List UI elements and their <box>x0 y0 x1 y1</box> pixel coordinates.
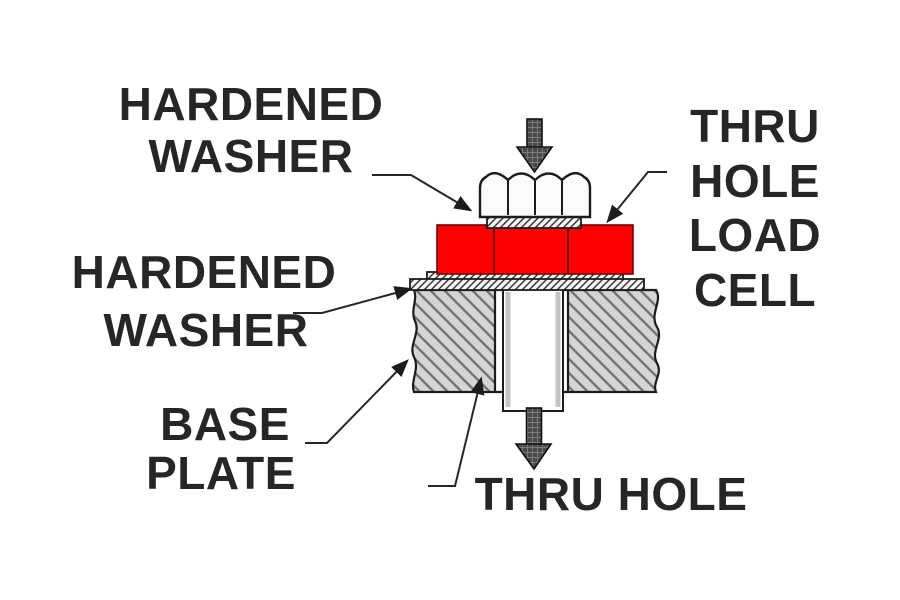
hardened-washer-top <box>486 216 582 229</box>
force-arrow-down-top <box>515 118 554 174</box>
leader-hardened-washer-top <box>372 174 473 212</box>
label-thru-hole-load-cell: THRU HOLE LOAD CELL <box>689 100 821 316</box>
label-base-plate: BASE PLATE <box>146 398 296 499</box>
label-thru-hole: THRU HOLE <box>475 468 748 520</box>
label-line: THRU HOLE <box>475 468 748 520</box>
leader-thru-hole-load-cell <box>606 171 667 224</box>
hex-nut <box>478 172 592 219</box>
label-line: WASHER <box>104 304 309 356</box>
thru-hole-load-cell <box>436 224 634 275</box>
label-line: THRU <box>690 100 820 152</box>
label-hardened-washer-lower: HARDENED WASHER <box>72 246 337 356</box>
label-line: HARDENED <box>119 78 384 130</box>
label-line: BASE <box>160 398 290 450</box>
label-hardened-washer-top: HARDENED WASHER <box>119 78 384 182</box>
force-arrow-down-bottom <box>514 407 553 471</box>
label-line: HOLE <box>690 155 820 207</box>
label-line: LOAD <box>689 209 821 261</box>
label-line: CELL <box>694 264 816 316</box>
label-line: WASHER <box>149 130 354 182</box>
label-line: PLATE <box>146 447 296 499</box>
label-line: HARDENED <box>72 246 337 298</box>
leader-thru-hole <box>428 376 485 487</box>
leader-hardened-washer-lower <box>293 286 413 314</box>
leader-base-plate <box>305 359 409 444</box>
stud-bolt <box>502 287 564 412</box>
